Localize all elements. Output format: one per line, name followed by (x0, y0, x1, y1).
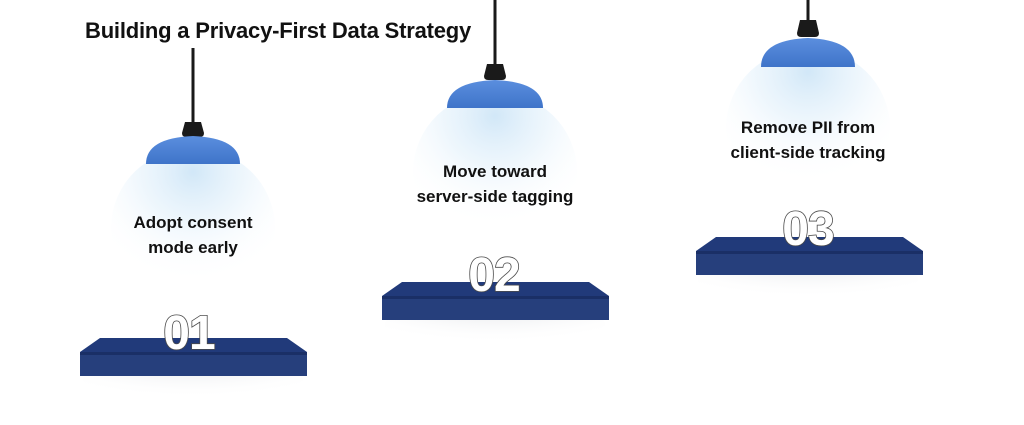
lamp-shade-1 (146, 136, 240, 164)
step-1-line-1: Adopt consent (133, 213, 253, 232)
shelf-top-1 (80, 338, 307, 352)
step-3-line-2: client-side tracking (730, 143, 886, 162)
shelf-edge-3 (696, 251, 923, 254)
shelf-front-3 (696, 251, 923, 275)
light-cone-3 (726, 48, 890, 208)
shelf-edge-1 (80, 352, 307, 355)
lamp-cap-1 (182, 122, 204, 137)
shelf-1 (80, 338, 307, 410)
shelf-top-2 (382, 282, 609, 296)
step-2-line-2: server-side tagging (416, 187, 574, 206)
light-cone-1 (111, 148, 275, 308)
diagram-title: Building a Privacy-First Data Strategy (85, 18, 472, 43)
shelf-top-3 (696, 237, 923, 251)
lamp-cap-3 (797, 20, 819, 37)
step-3-line-1: Remove PII from (740, 118, 876, 137)
step-label-3: Remove PII from client-side tracking (678, 115, 938, 165)
shelf-edge-2 (382, 296, 609, 299)
step-2-line-1: Move toward (443, 162, 547, 181)
step-number-2: 02 (468, 249, 519, 302)
lamp-3 (726, 0, 890, 208)
lamp-cap-2 (484, 64, 506, 80)
shelf-3 (696, 237, 923, 310)
step-number-3: 03 (782, 203, 833, 256)
lamp-1 (111, 48, 275, 308)
step-label-1: Adopt consent mode early (63, 210, 323, 260)
lamp-2 (413, 0, 577, 252)
light-cone-2 (413, 92, 577, 252)
step-1-line-2: mode early (148, 238, 238, 257)
lamp-shade-2 (447, 80, 543, 108)
lamp-shade-3 (761, 38, 855, 67)
step-label-2: Move toward server-side tagging (365, 159, 625, 209)
shelf-front-1 (80, 352, 307, 376)
shelf-front-2 (382, 296, 609, 320)
step-number-1: 01 (163, 307, 215, 360)
shelf-2 (382, 282, 609, 355)
